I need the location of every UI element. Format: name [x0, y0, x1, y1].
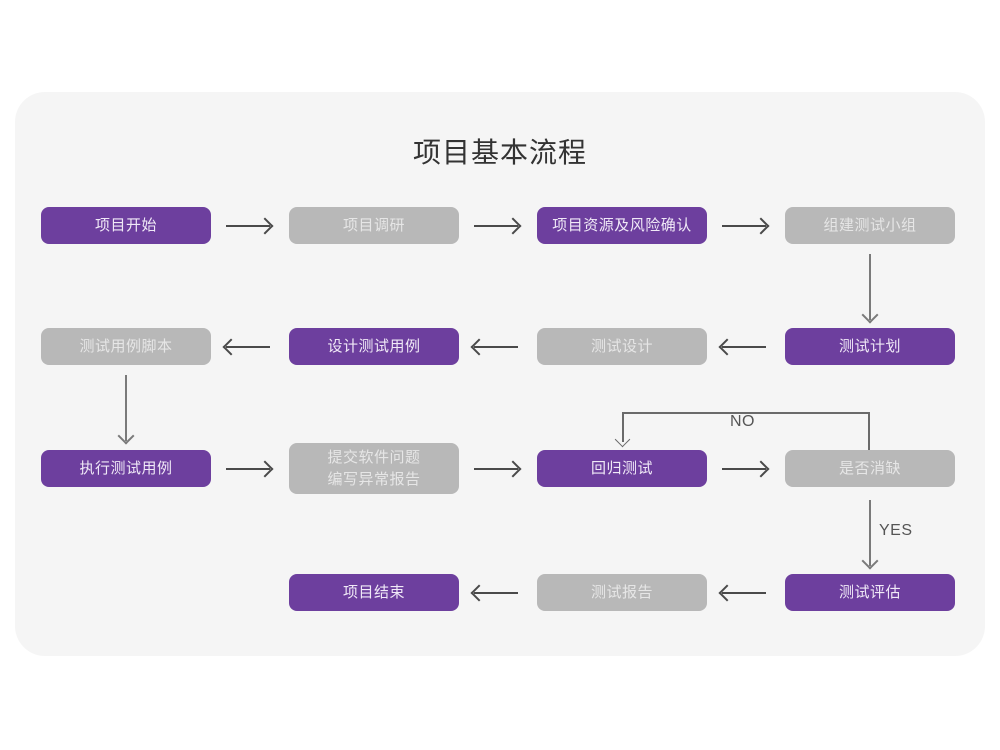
arrow-evaluation-to-test-report: [718, 584, 766, 602]
node-defect-cleared-check[interactable]: 是否消缺: [785, 450, 955, 487]
arrow-yes-to-evaluation: [861, 500, 879, 570]
node-design-test-case[interactable]: 设计测试用例: [289, 328, 459, 365]
diagram-card: [15, 92, 985, 656]
arrow-shaft: [226, 468, 270, 470]
arrow-shaft: [226, 346, 270, 348]
arrow-shaft: [474, 468, 518, 470]
node-test-design[interactable]: 测试设计: [537, 328, 707, 365]
node-test-evaluation[interactable]: 测试评估: [785, 574, 955, 611]
node-project-research[interactable]: 项目调研: [289, 207, 459, 244]
no-loop-top-segment: [622, 412, 870, 414]
arrow-execute-to-report-issue: [226, 460, 274, 478]
arrow-shaft: [474, 592, 518, 594]
arrow-test-report-to-project-end: [470, 584, 518, 602]
arrow-team-to-test-plan: [861, 254, 879, 324]
node-project-start[interactable]: 项目开始: [41, 207, 211, 244]
no-loop-right-segment: [868, 412, 870, 450]
edge-label-yes: YES: [879, 522, 913, 539]
arrow-shaft: [226, 225, 270, 227]
node-test-plan[interactable]: 测试计划: [785, 328, 955, 365]
node-execute-test-case[interactable]: 执行测试用例: [41, 450, 211, 487]
node-regression-test[interactable]: 回归测试: [537, 450, 707, 487]
node-test-report[interactable]: 测试报告: [537, 574, 707, 611]
arrow-shaft: [722, 346, 766, 348]
node-submit-issue-write-report[interactable]: 提交软件问题 编写异常报告: [289, 443, 459, 494]
arrow-regression-to-defect-check: [722, 460, 770, 478]
arrow-shaft: [722, 468, 766, 470]
arrow-test-plan-to-test-design: [718, 338, 766, 356]
node-resource-risk-confirm[interactable]: 项目资源及风险确认: [537, 207, 707, 244]
arrow-script-to-execute: [117, 375, 135, 445]
no-loop-left-segment: [622, 412, 624, 442]
arrow-shaft: [722, 225, 766, 227]
page-title: 项目基本流程: [412, 137, 587, 168]
arrow-shaft: [722, 592, 766, 594]
arrow-start-to-research: [226, 217, 274, 235]
arrow-shaft: [474, 346, 518, 348]
arrow-shaft: [474, 225, 518, 227]
arrow-design-case-to-script: [222, 338, 270, 356]
node-build-test-team[interactable]: 组建测试小组: [785, 207, 955, 244]
edge-label-no: NO: [730, 413, 755, 430]
node-project-end[interactable]: 项目结束: [289, 574, 459, 611]
arrow-research-to-resource: [474, 217, 522, 235]
arrow-report-issue-to-regression: [474, 460, 522, 478]
arrow-test-design-to-design-case: [470, 338, 518, 356]
node-test-case-script[interactable]: 测试用例脚本: [41, 328, 211, 365]
arrow-resource-to-team: [722, 217, 770, 235]
